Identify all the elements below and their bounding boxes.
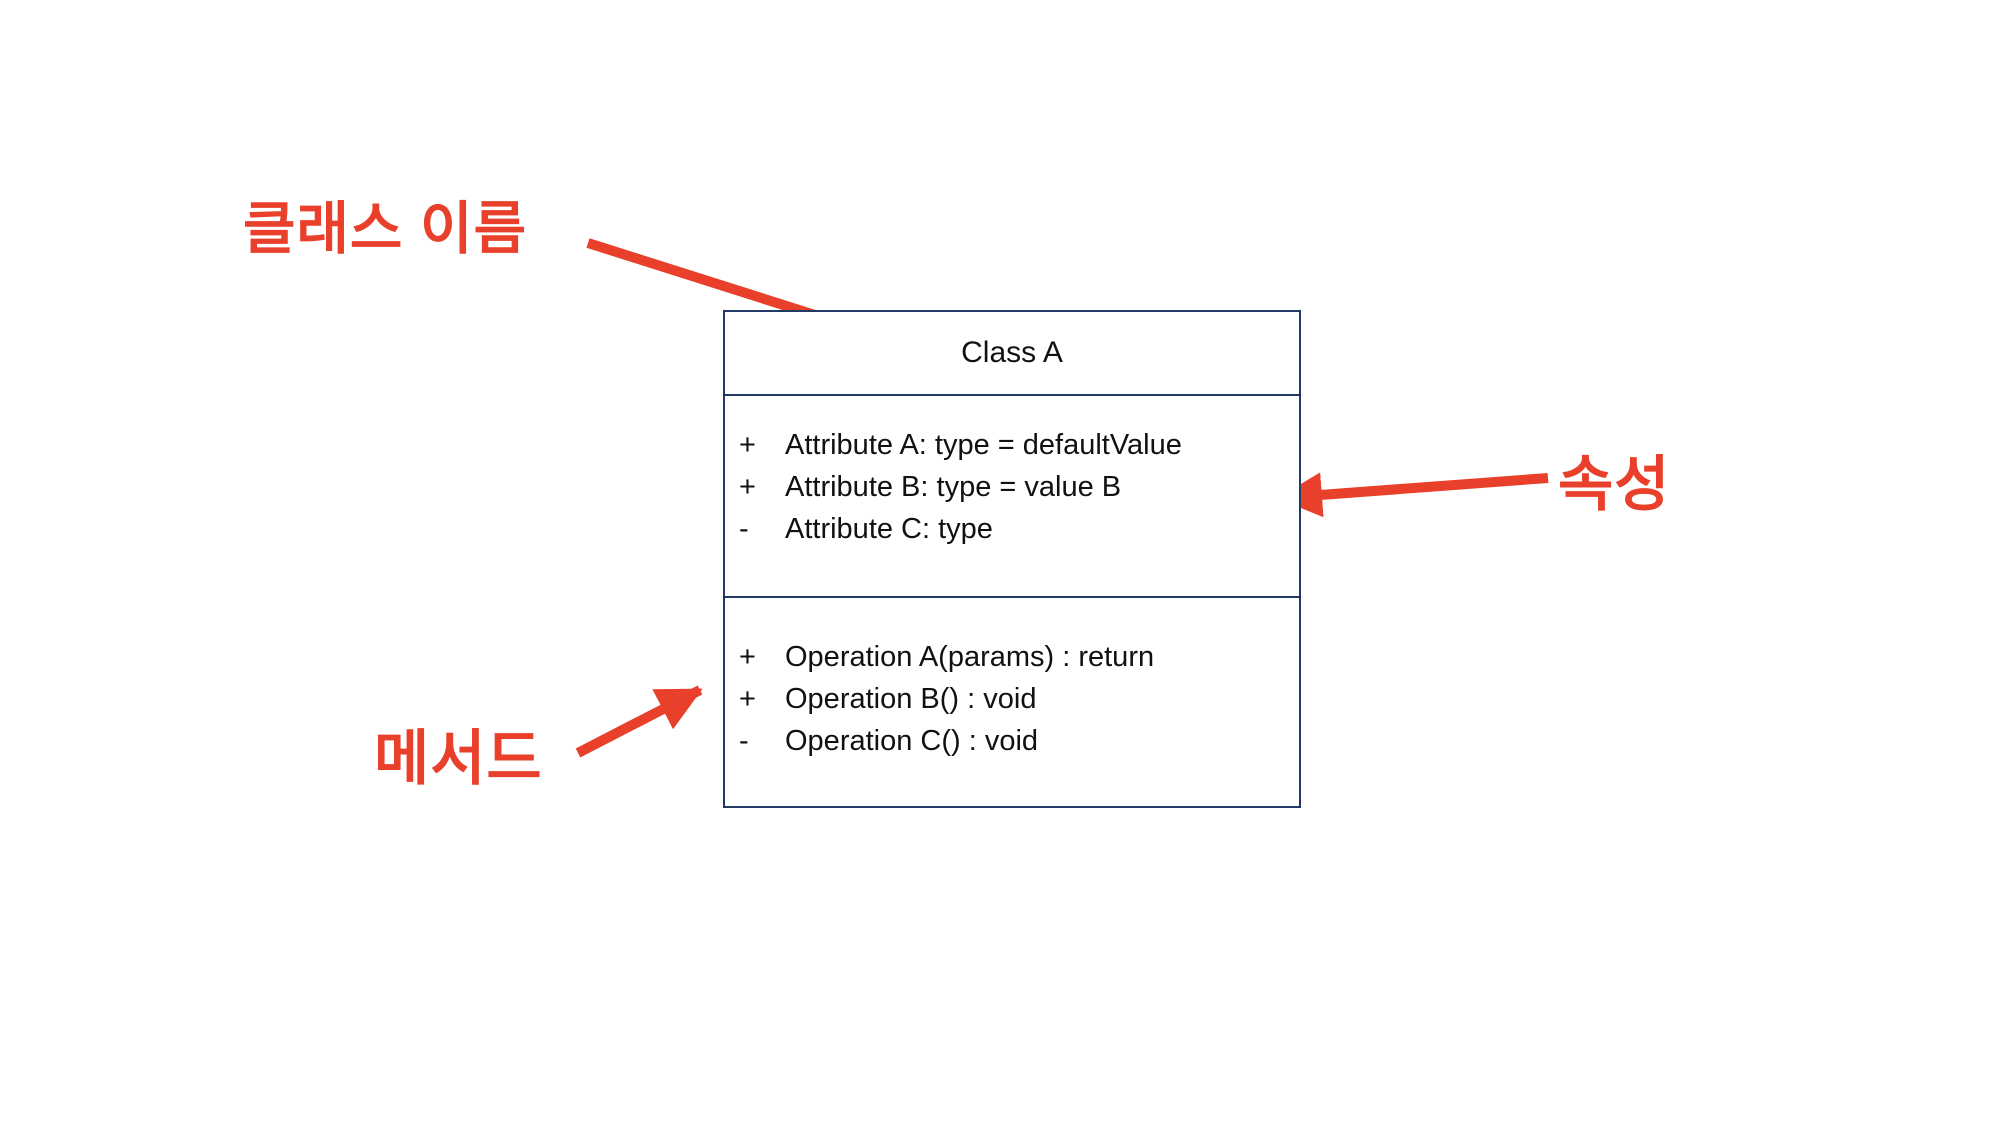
operation-row: + Operation B() : void (739, 678, 1285, 720)
visibility-symbol: - (739, 513, 749, 545)
methods-arrow (575, 685, 703, 758)
attribute-row: + Attribute B: type = value B (739, 466, 1285, 508)
operation-row: + Operation A(params) : return (739, 636, 1285, 678)
attributes-arrow (1277, 472, 1549, 518)
attributes-label: 속성 (1558, 451, 1671, 518)
visibility-symbol: + (739, 683, 756, 715)
attribute-text: Attribute A: type = defaultValue (785, 429, 1182, 461)
visibility-symbol: - (739, 725, 749, 757)
class-box: Class A + Attribute A: type = defaultVal… (723, 310, 1301, 808)
operation-text: Operation C() : void (785, 725, 1039, 757)
attribute-text: Attribute C: type (785, 513, 993, 545)
operation-row: - Operation C() : void (739, 720, 1285, 762)
attributes-compartment: + Attribute A: type = defaultValue + Att… (725, 396, 1299, 598)
visibility-symbol: + (739, 641, 756, 673)
operation-text: Operation A(params) : return (785, 641, 1155, 673)
operation-text: Operation B() : void (785, 683, 1037, 715)
visibility-symbol: + (739, 471, 756, 503)
class-name-label: 클래스 이름 (243, 197, 528, 261)
class-title: Class A (961, 336, 1063, 369)
methods-label: 메서드 (374, 725, 543, 792)
attribute-row: + Attribute A: type = defaultValue (739, 424, 1285, 466)
attribute-row: - Attribute C: type (739, 508, 1285, 550)
operations-compartment: + Operation A(params) : return + Operati… (725, 598, 1299, 806)
class-title-compartment: Class A (725, 312, 1299, 396)
attribute-text: Attribute B: type = value B (785, 471, 1122, 503)
visibility-symbol: + (739, 429, 756, 461)
